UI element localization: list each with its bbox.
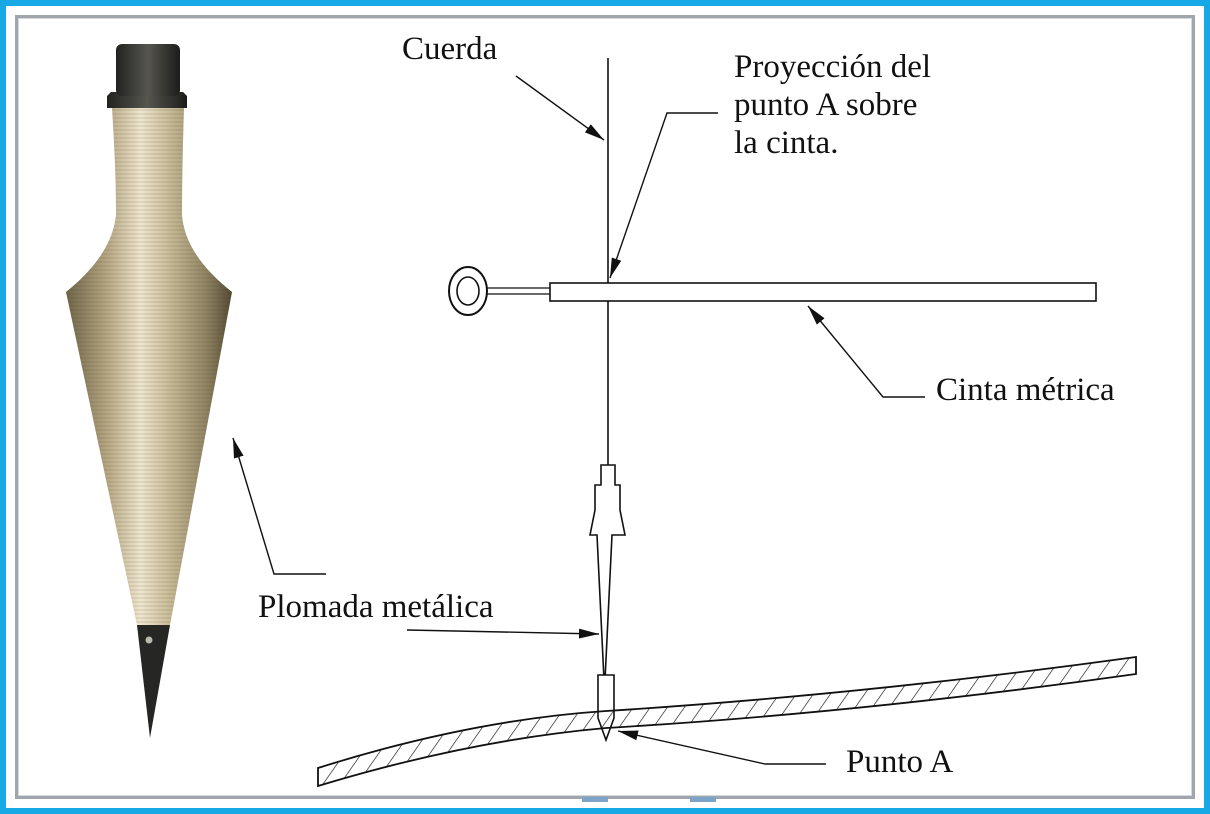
label-proyeccion-line1: Proyección del [734, 49, 932, 85]
plumb-bob-drawing [589, 464, 626, 743]
label-proyeccion-line3: la cinta. [734, 125, 839, 161]
measuring-tape [448, 266, 1097, 316]
punto-arrow [617, 730, 826, 765]
frame-tab-right [690, 797, 716, 802]
label-cinta-metrica: Cinta métrica [936, 372, 1115, 408]
label-plomada-metalica: Plomada metálica [258, 589, 494, 625]
label-cuerda: Cuerda [402, 31, 498, 67]
photo-arrow [232, 437, 326, 575]
brass-plumb-bob-icon [66, 44, 232, 738]
cinta-arrow [807, 305, 925, 398]
frame-tab-left [582, 797, 608, 802]
label-punto-a: Punto A [846, 744, 954, 780]
ground-surface [317, 655, 1137, 788]
label-proyeccion-line2: punto A sobre [734, 87, 918, 123]
cuerda-arrow [515, 75, 605, 141]
proyeccion-arrow [609, 112, 718, 279]
plomada-arrow [406, 628, 600, 639]
